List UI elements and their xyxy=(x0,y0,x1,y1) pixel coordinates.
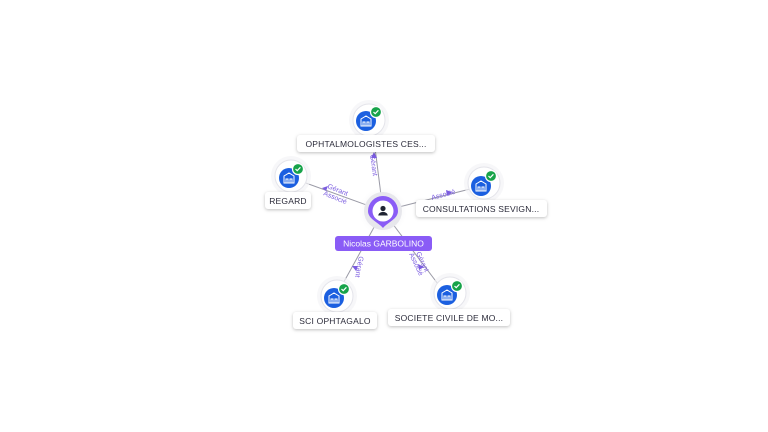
center-label-badge xyxy=(335,236,432,251)
edge-label-2-a: Associé xyxy=(431,189,457,202)
company-node-1[interactable]: REGARD xyxy=(265,156,311,209)
company-node-2[interactable]: CONSULTATIONS SEVIGN... xyxy=(416,163,547,217)
edge-arrow-4 xyxy=(418,264,424,270)
center-person-node[interactable]: Nicolas GARBOLINO xyxy=(335,187,432,251)
edge-arrow-0 xyxy=(371,152,377,158)
edge-arrow-2 xyxy=(446,190,452,196)
edge-arrow-3 xyxy=(352,266,358,271)
company-label-1: REGARD xyxy=(269,196,307,206)
center-person-name: Nicolas GARBOLINO xyxy=(343,239,424,249)
edge-label-3-a: Gérant xyxy=(353,256,364,278)
company-label-0: OPHTALMOLOGISTES CES... xyxy=(305,139,426,149)
company-label-4: SOCIETE CIVILE DE MO... xyxy=(395,313,504,323)
company-label-3: SCI OPHTAGALO xyxy=(299,316,371,326)
company-node-3[interactable]: SCI OPHTAGALO xyxy=(293,276,377,329)
company-node-0[interactable]: OPHTALMOLOGISTES CES... xyxy=(297,100,435,152)
edge-arrow-1 xyxy=(322,186,328,191)
company-label-2: CONSULTATIONS SEVIGN... xyxy=(423,204,540,214)
company-node-4[interactable]: SOCIETE CIVILE DE MO... xyxy=(388,273,510,326)
edge-label-0-a: Gérant xyxy=(368,154,378,176)
person-icon xyxy=(378,205,388,216)
